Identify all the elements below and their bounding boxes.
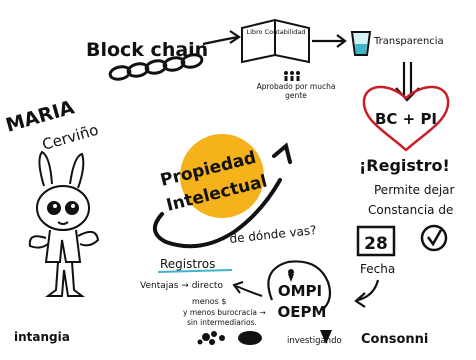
registro-label: ¡Registro! xyxy=(359,156,450,175)
permite-label: Permite dejar xyxy=(374,183,455,197)
fecha-label: Fecha xyxy=(360,262,395,276)
author-last-name: Cerviño xyxy=(40,121,100,154)
ompi-swirl xyxy=(267,260,332,311)
people-icons xyxy=(284,71,300,81)
cup-icon xyxy=(350,31,372,56)
intermediarios-label: sin intermediarios. xyxy=(187,318,257,327)
arrow-icon xyxy=(232,281,263,297)
arrow-icon xyxy=(312,34,347,48)
book-icon xyxy=(241,18,310,64)
bc-pi-label: BC + PI xyxy=(375,110,437,128)
drop-icon xyxy=(320,330,332,344)
calendar-icon xyxy=(356,225,396,257)
date-day: 28 xyxy=(364,234,388,254)
consonni-logo: Consonni xyxy=(361,332,428,347)
blockchain-title: Block chain xyxy=(86,39,208,61)
ventajas-label: Ventajas → directo xyxy=(140,281,223,291)
constancia-label: Constancia de xyxy=(368,203,453,217)
transparency-label: Transparencia xyxy=(373,36,444,47)
rabbit-character xyxy=(28,150,100,297)
highlight-circle xyxy=(180,134,264,218)
heart-icon xyxy=(362,85,450,152)
logo-icon xyxy=(197,331,262,345)
arrow-icon xyxy=(354,279,380,308)
menos-burocracia-label: y menos burocracia → xyxy=(183,308,266,317)
approved-label: Aprobado por mucha gente xyxy=(256,82,336,100)
chain-icon xyxy=(108,53,204,81)
oepm-label: OEPM xyxy=(278,303,327,321)
registros-heading: Registros xyxy=(160,257,215,271)
propiedad-arc xyxy=(153,142,292,249)
investigando-label: investigando xyxy=(287,336,342,346)
pin-icon xyxy=(288,269,294,282)
menos-label: menos $ xyxy=(192,297,226,306)
ompi-label: OMPI xyxy=(278,282,322,300)
book-label: Libro Contabilidad xyxy=(246,28,306,36)
registros-underline xyxy=(157,269,233,273)
arrow-icon xyxy=(202,30,241,46)
intangia-logo: intangia xyxy=(14,330,70,344)
check-circle-icon xyxy=(420,224,448,252)
